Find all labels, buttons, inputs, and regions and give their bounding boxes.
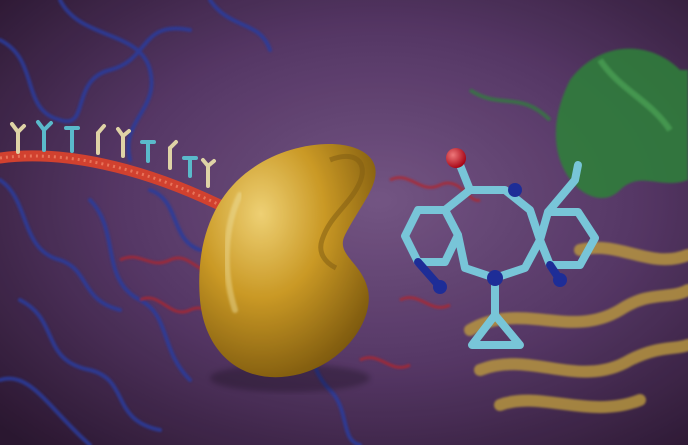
molecule-bonds [401,161,599,349]
nucleotide-9 [201,158,216,188]
nitrogen-atom [487,270,503,286]
nucleotide-8 [182,156,198,178]
nucleotide-2 [36,120,53,152]
nucleotide-bases [10,120,216,188]
nucleotide-7 [168,140,178,170]
nitrogen-bonds [414,258,564,291]
nucleotide-5 [116,127,131,158]
nucleotide-4 [96,124,106,155]
nucleotide-3 [64,126,80,153]
oxygen-atom [446,148,466,168]
green-protein [468,48,688,199]
nitrogen-atom [508,183,522,197]
rna-strand [0,150,236,216]
drug-molecule-ball-and-stick [401,148,599,349]
nucleotide-1 [10,122,26,154]
nucleotide-6 [140,140,156,163]
enzyme-shape [199,143,376,392]
